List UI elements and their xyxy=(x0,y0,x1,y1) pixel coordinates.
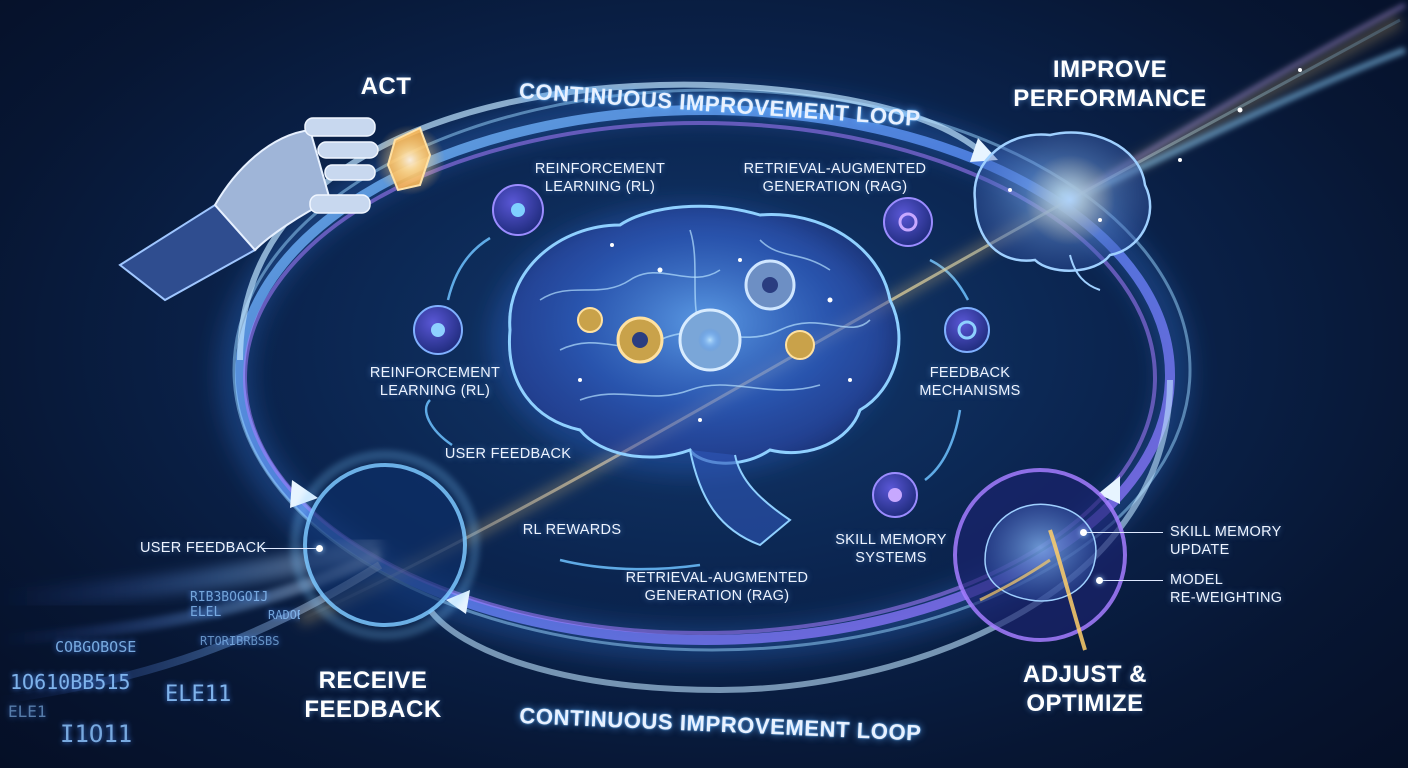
rag-bottom-label: RETRIEVAL-AUGMENTED GENERATION (RAG) xyxy=(612,569,822,605)
gear-icon xyxy=(577,259,815,372)
rl-top-label: REINFORCEMENT LEARNING (RL) xyxy=(520,160,680,196)
receive-feedback-node xyxy=(290,450,480,640)
stage-improve-line1: IMPROVE xyxy=(1052,56,1168,83)
callout-model-reweight-line1: MODEL xyxy=(1170,572,1224,588)
callout-model-reweight-line2: RE-WEIGHTING xyxy=(1170,590,1283,606)
rl-left-label: REINFORCEMENT LEARNING (RL) xyxy=(360,364,510,400)
loop-arrow-left-down xyxy=(290,480,318,508)
feedback-mechanisms-line2: MECHANISMS xyxy=(919,383,1021,399)
stage-adjust-line2: OPTIMIZE xyxy=(1026,690,1144,717)
rag-top-line2: GENERATION (RAG) xyxy=(762,179,908,195)
rag-bottom-line2: GENERATION (RAG) xyxy=(644,588,790,604)
stream-line-8: ELE1 xyxy=(8,702,47,721)
improve-brain-icon xyxy=(973,131,1152,291)
skill-memory-systems-line1: SKILL MEMORY xyxy=(835,532,947,548)
stream-line-1: RIB3BOGOIJ ELEL xyxy=(190,590,269,620)
rl-top-line1: REINFORCEMENT xyxy=(534,161,666,177)
callout-skill-update-line1: SKILL MEMORY xyxy=(1170,524,1282,540)
loop-arrow-right-down xyxy=(1098,476,1120,504)
callout-skill-update-label: SKILL MEMORY UPDATE xyxy=(1170,523,1282,559)
skill-memory-systems-line2: SYSTEMS xyxy=(855,550,927,566)
stage-receive-line2: FEEDBACK xyxy=(304,696,442,723)
rag-bottom-line1: RETRIEVAL-AUGMENTED xyxy=(625,570,809,586)
stream-line-2: RADOBE xyxy=(268,608,300,622)
callout-user-feedback-label: USER FEEDBACK xyxy=(140,540,267,556)
stream-line-5: 1O610BB515 xyxy=(10,670,131,694)
rl-top-line2: LEARNING (RL) xyxy=(544,179,656,195)
stream-line-6: ELE11 xyxy=(165,682,232,707)
callout-skill-update-dot xyxy=(1080,529,1087,536)
stage-improve-label: IMPROVE PERFORMANCE xyxy=(1010,55,1210,113)
stage-receive-line1: RECEIVE xyxy=(318,667,428,694)
sparkles xyxy=(578,68,1302,422)
feedback-mechanisms-label: FEEDBACK MECHANISMS xyxy=(905,364,1035,400)
stream-line-4: RTORIBRBSBS xyxy=(200,634,280,648)
skill-memory-systems-label: SKILL MEMORY SYSTEMS xyxy=(826,531,956,567)
stage-receive-label: RECEIVE FEEDBACK xyxy=(288,666,458,724)
callout-model-reweight-label: MODEL RE-WEIGHTING xyxy=(1170,571,1282,607)
feedback-mechanisms-line1: FEEDBACK xyxy=(929,365,1011,381)
adjust-node xyxy=(953,468,1127,651)
robot-hand-icon xyxy=(118,117,445,302)
user-feedback-inner-label: USER FEEDBACK xyxy=(444,446,572,462)
rl-rewards-label: RL REWARDS xyxy=(522,522,622,538)
stage-adjust-line1: ADJUST & xyxy=(1022,661,1147,688)
stage-adjust-label: ADJUST & OPTIMIZE xyxy=(1000,660,1170,718)
rag-top-line1: RETRIEVAL-AUGMENTED xyxy=(743,161,927,177)
rl-left-line1: REINFORCEMENT xyxy=(369,365,501,381)
callout-user-feedback-dot xyxy=(316,545,323,552)
rl-left-line2: LEARNING (RL) xyxy=(379,383,491,399)
callout-skill-update-line2: UPDATE xyxy=(1170,542,1230,558)
inner-arrows xyxy=(424,236,970,571)
callout-user-feedback-line xyxy=(262,548,318,549)
callout-model-reweight-dot xyxy=(1096,577,1103,584)
stage-improve-line2: PERFORMANCE xyxy=(1013,85,1207,112)
central-brain-icon xyxy=(490,204,901,547)
rag-top-label: RETRIEVAL-AUGMENTED GENERATION (RAG) xyxy=(735,160,935,196)
callout-model-reweight-line xyxy=(1100,580,1163,581)
network-node-icon xyxy=(413,184,990,518)
stream-line-3: COBGOBOSE xyxy=(55,638,137,656)
callout-skill-update-line xyxy=(1085,532,1163,533)
stage-act-label: ACT xyxy=(360,73,412,100)
stream-line-7: I1O11 xyxy=(60,720,133,748)
data-stream-text: RIB3BOGOIJ ELEL RADOBE COBGOBOSE RTORIBR… xyxy=(0,590,300,760)
